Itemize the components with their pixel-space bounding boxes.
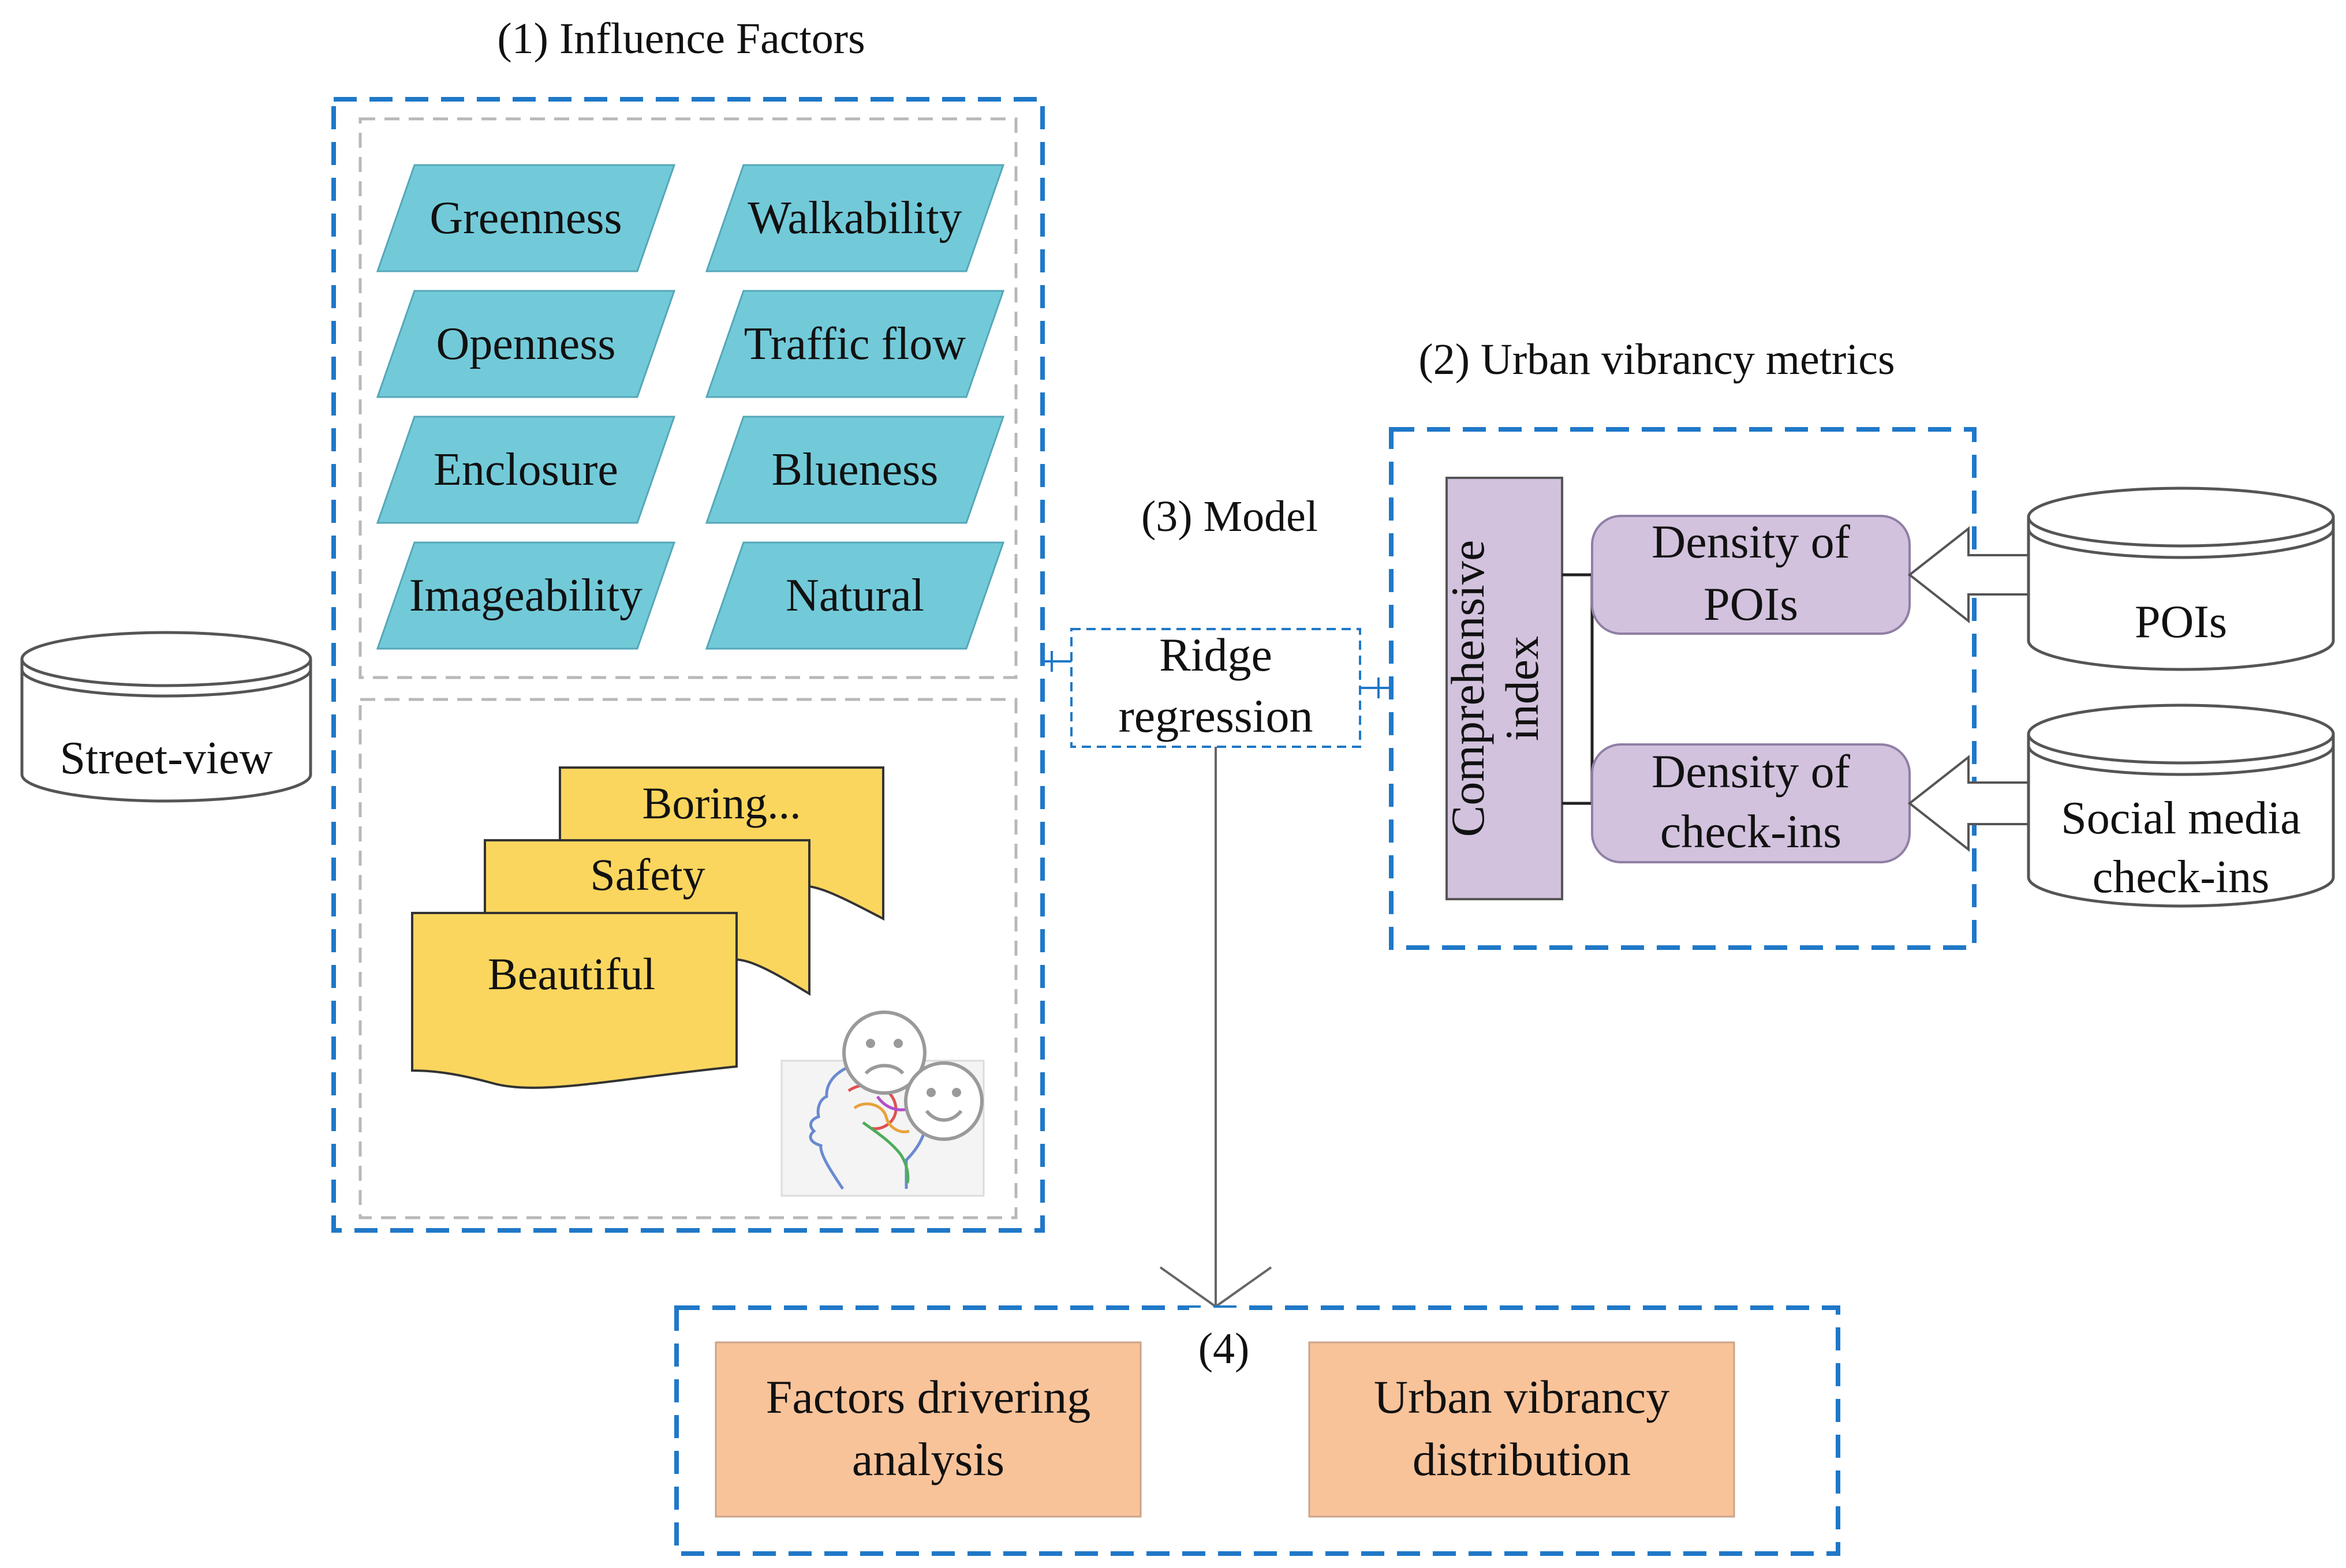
factor-shape: [376, 541, 676, 650]
factor-traffic-flow: Traffic flow: [705, 290, 1005, 398]
section4-frame: [674, 1305, 1840, 1556]
factor-shape: [705, 416, 1005, 524]
factors-group-frame: [358, 117, 1018, 679]
factor-label: Openness: [436, 319, 615, 369]
factor-label: Walkability: [748, 193, 962, 244]
cylinder-ring: [20, 669, 312, 698]
cylinder-body: [2027, 517, 2335, 671]
factor-shape: [705, 541, 1005, 650]
document-label: Boring...: [642, 778, 801, 828]
factor-label: Traffic flow: [744, 319, 966, 369]
index-bracket: [1562, 573, 1594, 805]
factor-shape: [376, 416, 676, 524]
perception-group-frame: [358, 698, 1018, 1219]
factor-walkability: Walkability: [705, 164, 1005, 272]
section4-title-bg: [1189, 1308, 1245, 1319]
perception-doc-beautiful: Beautiful: [411, 912, 738, 1089]
cylinder-body: [20, 659, 312, 803]
section4-title: (4): [1198, 1324, 1250, 1373]
section1-title: (1) Influence Factors: [497, 14, 865, 63]
factor-label: Enclosure: [434, 444, 618, 495]
checkins-database: Social media check-ins: [2027, 703, 2335, 908]
factor-greenness: Greenness: [376, 164, 676, 272]
factor-label: Blueness: [772, 444, 939, 495]
section3-title: (3) Model: [1141, 492, 1318, 541]
ridge-regression-line1: Ridge: [1159, 628, 1272, 681]
cylinder-ring: [2027, 745, 2335, 776]
factors-analysis-line1: Factors drivering: [766, 1371, 1090, 1423]
factor-label: Imageability: [409, 570, 642, 621]
pois-database: POIs: [2027, 487, 2335, 671]
factor-shape: [705, 164, 1005, 272]
checkins-source-line1: Social media: [2061, 793, 2300, 844]
ridge-regression-line2: regression: [1118, 690, 1313, 742]
factor-shape: [376, 164, 676, 272]
density-pois-line1: Density of: [1652, 515, 1851, 568]
section2-frame: [1389, 427, 1977, 950]
comprehensive-index-line1: Comprehensive: [1441, 540, 1494, 837]
factors-analysis-line2: analysis: [852, 1433, 1004, 1485]
section1-frame: [331, 97, 1045, 1233]
factor-label: Greenness: [429, 193, 622, 244]
cylinder-top: [2027, 703, 2335, 765]
density-checkins-line1: Density of: [1652, 745, 1851, 798]
factors-driving-analysis-box: Factors drivering analysis: [715, 1341, 1142, 1518]
cylinder-body: [2027, 734, 2335, 908]
factor-enclosure: Enclosure: [376, 416, 676, 524]
connector-metrics-to-model: [1360, 678, 1389, 698]
density-pois-box: Density of POIs: [1591, 515, 1911, 635]
density-checkins-box: Density of check-ins: [1591, 743, 1911, 863]
pois-source-label: POIs: [2135, 597, 2227, 648]
document-shape: [411, 912, 738, 1089]
factor-label: Natural: [786, 570, 924, 621]
head-with-faces-icon: [780, 1011, 985, 1197]
document-label: Safety: [590, 850, 705, 900]
street-view-database: Street-view: [20, 631, 312, 803]
section2-title: (2) Urban vibrancy metrics: [1418, 335, 1895, 384]
arrow-pois-to-density: [1907, 526, 2031, 624]
factor-blueness: Blueness: [705, 416, 1005, 524]
vibrancy-distribution-line2: distribution: [1413, 1433, 1631, 1485]
factor-imageability: Imageability: [376, 541, 676, 650]
street-view-label: Street-view: [60, 733, 273, 784]
arrow-checkins-to-density: [1907, 754, 2031, 852]
comprehensive-index-line2: index: [1496, 636, 1548, 741]
ridge-regression-box: [1070, 628, 1361, 748]
factor-openness: Openness: [376, 290, 676, 398]
factor-shape: [705, 290, 1005, 398]
vibrancy-distribution-line1: Urban vibrancy: [1374, 1371, 1669, 1423]
cylinder-top: [20, 631, 312, 687]
checkins-source-line2: check-ins: [2093, 852, 2270, 903]
comprehensive-index-box: [1445, 477, 1563, 900]
connector-influence-to-model: [1043, 651, 1071, 672]
cylinder-top: [2027, 487, 2335, 548]
cylinder-ring: [2027, 528, 2335, 559]
density-checkins-line2: check-ins: [1660, 805, 1841, 858]
factor-natural: Natural: [705, 541, 1005, 650]
density-pois-line2: POIs: [1704, 578, 1798, 630]
urban-vibrancy-distribution-box: Urban vibrancy distribution: [1308, 1341, 1735, 1518]
factor-shape: [376, 290, 676, 398]
document-label: Beautiful: [488, 949, 655, 999]
